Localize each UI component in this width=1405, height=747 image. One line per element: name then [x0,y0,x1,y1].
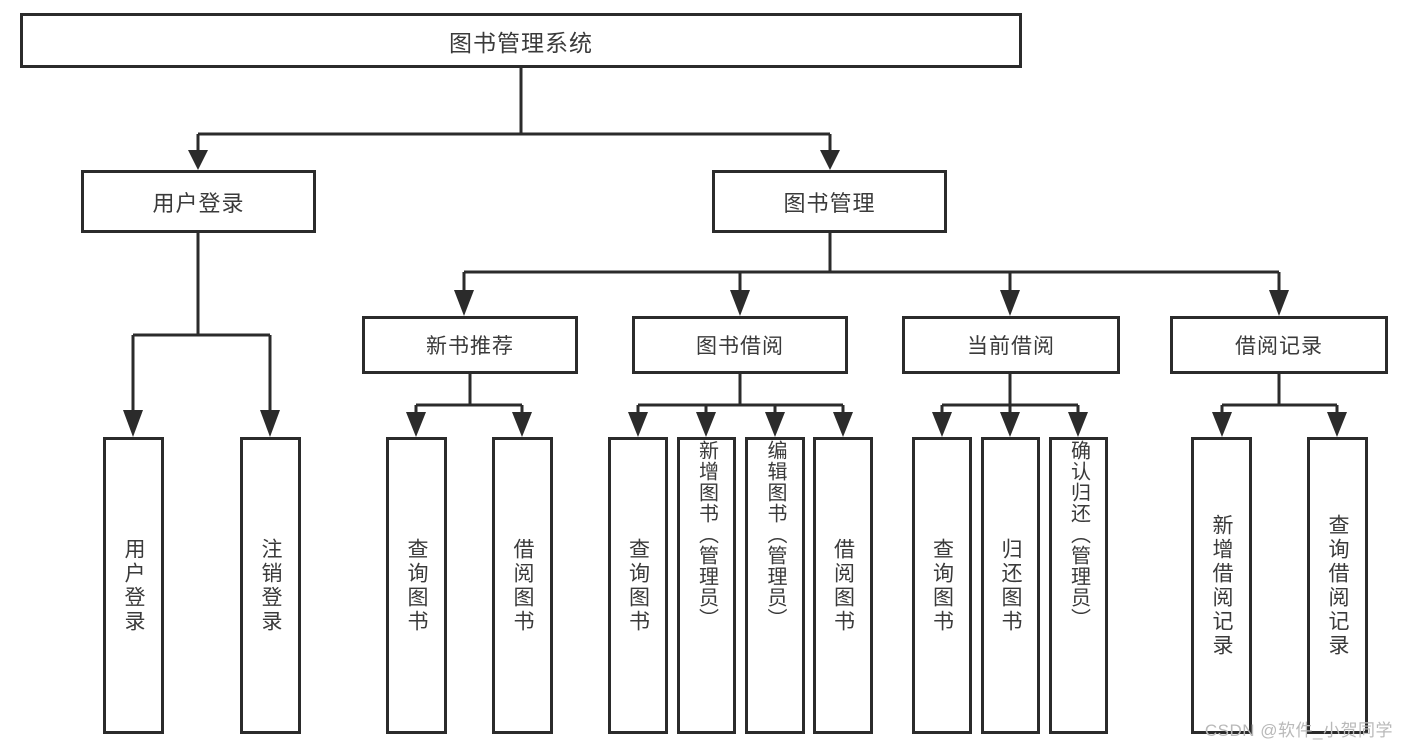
node-label: 图书借阅 [696,335,784,358]
node-label: 新增借阅记录 [1210,513,1233,658]
node-label: 借阅图书 [831,537,855,634]
arrowhead-u1 [123,410,143,437]
leaf-user-login-login[interactable]: 用户登录 [103,437,164,734]
leaf-new-book-borrow[interactable]: 借阅图书 [492,437,553,734]
node-label: 查询图书 [930,537,954,634]
leaf-book-borrow-add[interactable]: 新增图书（管理员） [677,437,736,734]
arrowhead-b2 [696,412,716,437]
arrowhead-n2 [512,412,532,437]
node-label: 确认归还（管理员） [1067,440,1090,629]
node-label: 用户登录 [122,537,145,634]
leaf-borrow-record-query[interactable]: 查询借阅记录 [1307,437,1368,734]
arrowhead-c1 [932,412,952,437]
node-borrow-record[interactable]: 借阅记录 [1170,316,1388,374]
arrowhead-b4 [833,412,853,437]
node-book-management[interactable]: 图书管理 [712,170,947,233]
leaf-book-borrow-edit[interactable]: 编辑图书（管理员） [745,437,805,734]
node-label: 编辑图书（管理员） [764,440,786,629]
node-label: 借阅图书 [511,537,534,634]
node-label: 归还图书 [999,537,1022,634]
node-label: 图书管理 [783,190,876,216]
arrowhead-b3 [765,412,785,437]
leaf-book-borrow-query[interactable]: 查询图书 [608,437,668,734]
arrowhead-book-manage [820,150,840,170]
arrowhead-b1 [628,412,648,437]
leaf-current-borrow-query[interactable]: 查询图书 [912,437,972,734]
node-label: 查询图书 [626,537,650,634]
node-label: 注销登录 [259,537,282,634]
node-new-book-recommend[interactable]: 新书推荐 [362,316,578,374]
arrowhead-l3-4 [1269,290,1289,316]
arrowhead-u2 [260,410,280,437]
node-current-borrow[interactable]: 当前借阅 [902,316,1120,374]
arrowhead-l3-1 [454,290,474,316]
leaf-current-borrow-confirm-return[interactable]: 确认归还（管理员） [1049,437,1108,734]
node-label: 查询图书 [405,537,428,634]
node-label: 当前借阅 [967,335,1055,358]
arrowhead-r2 [1327,412,1347,437]
node-label: 用户登录 [152,190,245,216]
arrowhead-c3 [1068,412,1088,437]
leaf-user-login-logout[interactable]: 注销登录 [240,437,301,734]
arrowhead-c2 [1000,412,1020,437]
node-book-borrow[interactable]: 图书借阅 [632,316,848,374]
arrowhead-user-login [188,150,208,170]
node-label: 图书管理系统 [449,29,593,56]
node-user-login[interactable]: 用户登录 [81,170,316,233]
leaf-current-borrow-return[interactable]: 归还图书 [981,437,1040,734]
leaf-borrow-record-add[interactable]: 新增借阅记录 [1191,437,1252,734]
node-label: 借阅记录 [1235,335,1323,358]
node-label: 新增图书（管理员） [695,440,718,629]
arrowhead-l3-3 [1000,290,1020,316]
arrowhead-r1 [1212,412,1232,437]
arrowhead-l3-2 [730,290,750,316]
leaf-new-book-query[interactable]: 查询图书 [386,437,447,734]
arrowhead-n1 [406,412,426,437]
node-root-system[interactable]: 图书管理系统 [20,13,1022,68]
node-label: 新书推荐 [426,335,514,358]
node-label: 查询借阅记录 [1326,513,1349,658]
leaf-book-borrow-borrow[interactable]: 借阅图书 [813,437,873,734]
